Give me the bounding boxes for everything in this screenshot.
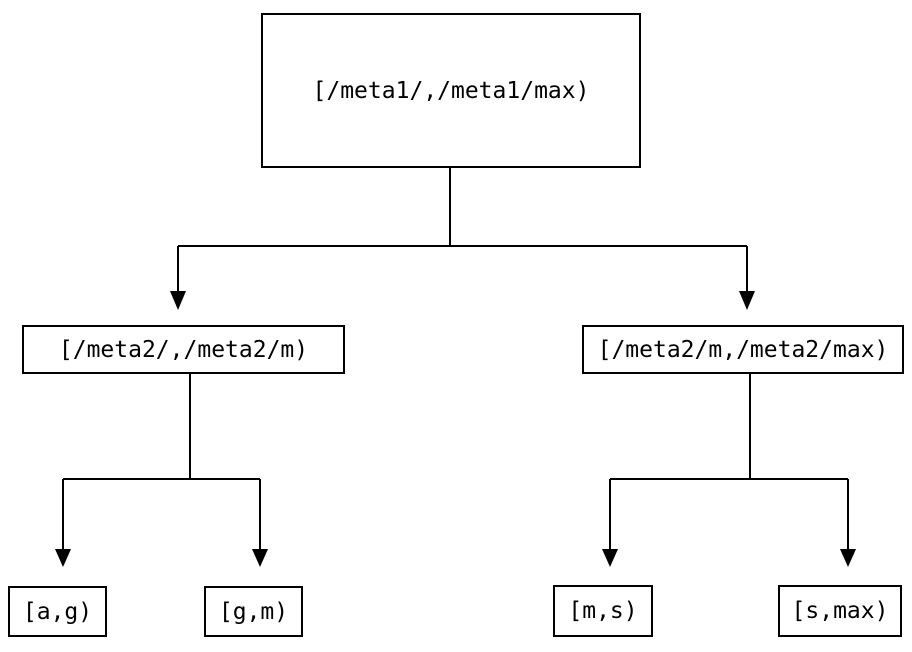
arrowhead-ms-icon	[602, 549, 618, 567]
node-leaf-g-m: [g,m)	[204, 586, 303, 637]
node-left-child-interval: [/meta2/,/meta2/m)	[22, 325, 345, 374]
arrowhead-right-child-icon	[739, 291, 755, 310]
node-leaf-a-g: [a,g)	[8, 586, 107, 637]
arrowhead-ag-icon	[55, 549, 71, 567]
arrowhead-left-child-icon	[170, 291, 186, 310]
node-leaf-m-s: [m,s)	[553, 585, 653, 637]
node-root-interval: [/meta1/,/meta1/max)	[261, 13, 641, 168]
arrowhead-gm-icon	[252, 549, 268, 567]
node-right-child-interval: [/meta2/m,/meta2/max)	[582, 325, 904, 374]
node-leaf-s-max: [s,max)	[778, 585, 902, 637]
arrowhead-smax-icon	[840, 549, 856, 567]
